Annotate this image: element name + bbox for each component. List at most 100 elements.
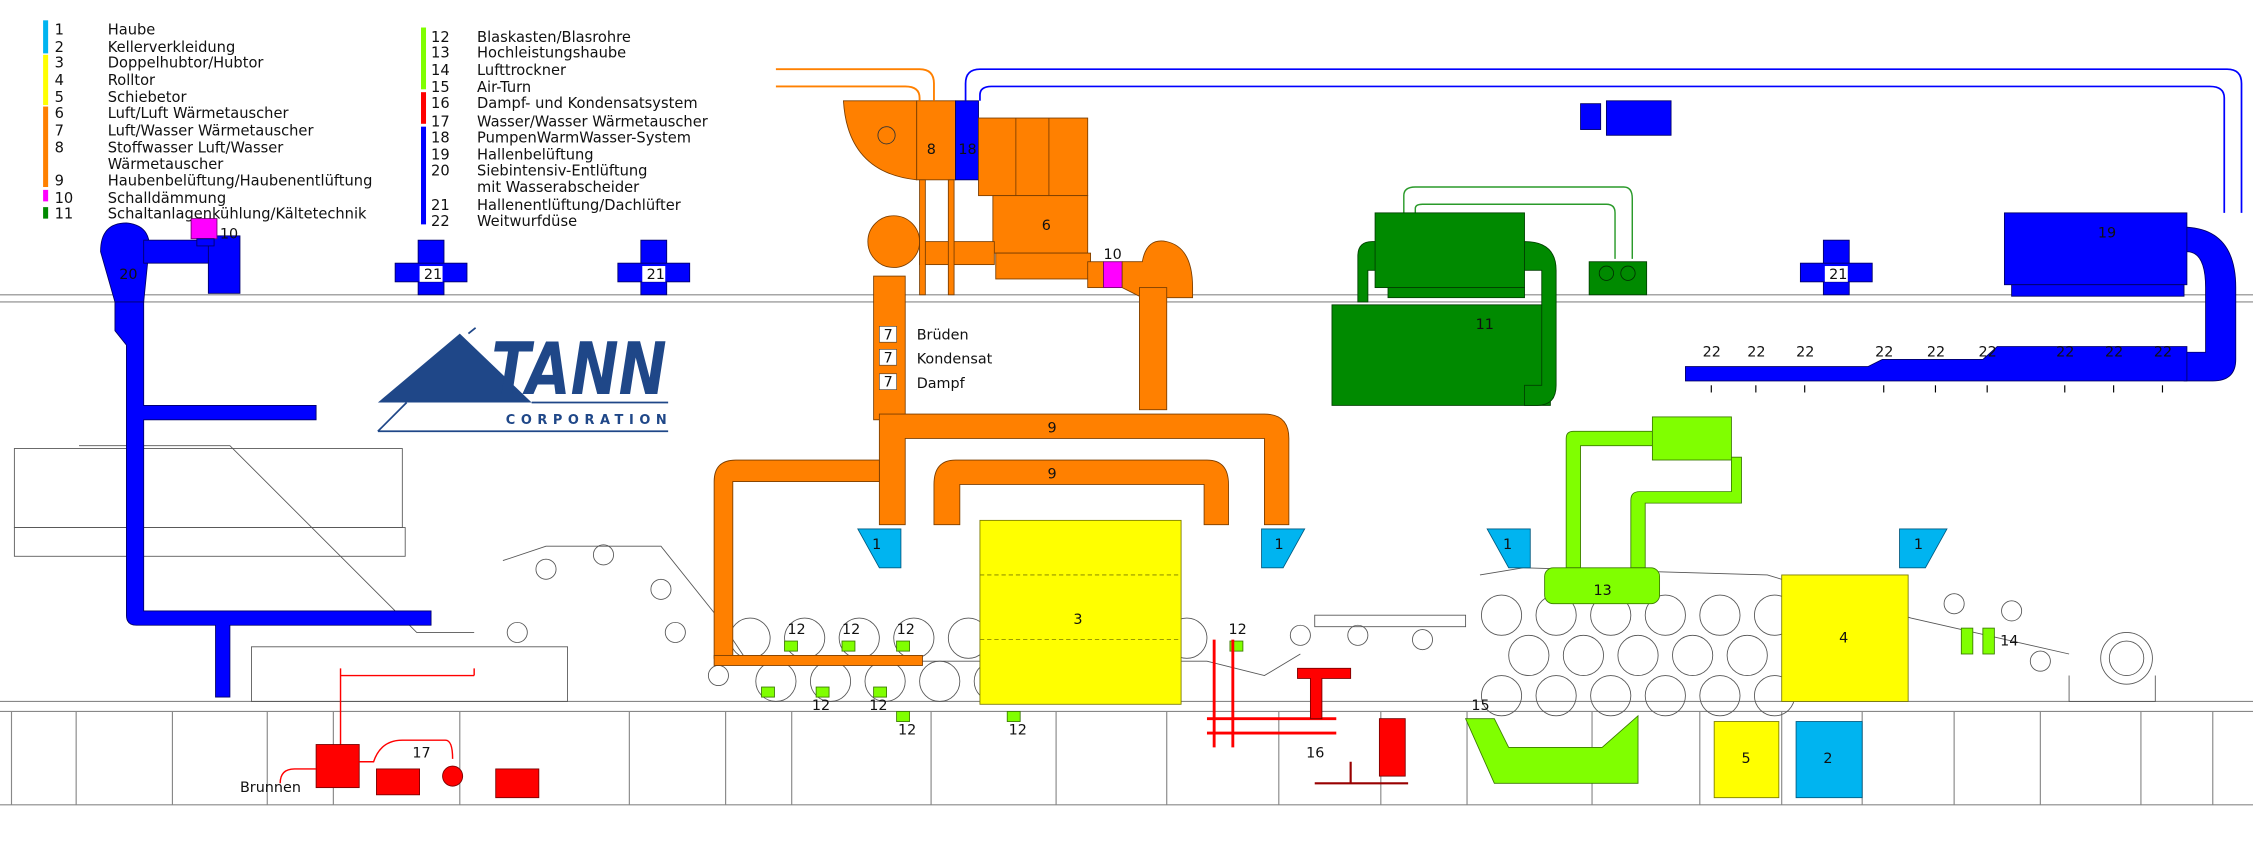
- tag-4: 4: [1839, 630, 1848, 646]
- wire-section-base: [13, 527, 406, 557]
- double-lift-door-3: [979, 519, 1182, 705]
- return-fan: [1121, 240, 1194, 299]
- tag-7: 7: [884, 375, 893, 391]
- tag-12: 12: [842, 622, 860, 638]
- reel-core: [2108, 640, 2145, 676]
- legend-color-bar-orange: [43, 106, 49, 188]
- tag-1: 1: [1914, 537, 1923, 553]
- logo-stroke: [467, 327, 477, 335]
- tag-22: 22: [2056, 345, 2074, 361]
- reel-frame: [2068, 675, 2156, 702]
- legend-label: Weitwurfdüse: [477, 213, 577, 230]
- legend-label: Siebintensiv-Entlüftung: [477, 163, 647, 180]
- legend-number: 9: [55, 173, 64, 190]
- tag-19: 19: [2098, 225, 2116, 241]
- legend-number: 14: [431, 62, 450, 79]
- legend-color-bar-blue: [421, 126, 427, 225]
- blow-box-12: [896, 711, 910, 722]
- legend-label: Stoffwasser Luft/Wasser: [108, 140, 284, 157]
- dryer-roll: [1412, 629, 1433, 651]
- legend-number: 19: [431, 147, 450, 164]
- logo-stroke: [377, 401, 408, 432]
- dryer-roll: [707, 665, 729, 687]
- hall-ventilation-system: [100, 68, 2243, 698]
- condensate-separator: [1378, 718, 1406, 777]
- tag-22: 22: [2154, 345, 2172, 361]
- legend-number: 4: [55, 72, 64, 89]
- dryer-roll: [1508, 634, 1550, 676]
- tag-17: 17: [412, 745, 430, 761]
- blow-box-12: [815, 686, 830, 698]
- tag-5: 5: [1741, 751, 1750, 767]
- legend-label-continued: mit Wasserabscheider: [477, 179, 640, 196]
- hall-air-unit-19: [2003, 212, 2188, 286]
- blow-box-12: [1006, 711, 1021, 722]
- tag-1: 1: [1274, 537, 1283, 553]
- condensate-pipe: [1314, 761, 1409, 785]
- hood-1: [1261, 528, 1306, 569]
- air-turn-15: [1464, 714, 1639, 784]
- support-leg: [919, 179, 926, 296]
- tag-7: 7: [884, 327, 893, 343]
- dryer-roll: [1644, 675, 1686, 717]
- dryer-roll: [729, 617, 771, 659]
- tag-9: 9: [1047, 467, 1056, 483]
- water-heat-exchanger-17: [315, 744, 360, 789]
- tag-20: 20: [119, 267, 137, 283]
- high-performance-hood-13: [1544, 567, 1661, 605]
- tag-21: 21: [1829, 267, 1847, 283]
- wire-path: [79, 445, 475, 633]
- label-dampf: Dampf: [917, 376, 966, 392]
- legend-number: 13: [431, 45, 450, 62]
- dryer-roll: [1347, 624, 1369, 646]
- tag-box: [879, 326, 897, 343]
- legend-label: Hochleistungshaube: [477, 45, 626, 62]
- cooling-unit-base: [1387, 287, 1525, 299]
- air-heat-exchanger-upper: [978, 117, 1089, 197]
- fan-icon: [1598, 265, 1615, 281]
- blow-box-12: [896, 640, 910, 652]
- legend-label-continued: Wärmetauscher: [108, 156, 224, 173]
- legend-number: 15: [431, 79, 450, 96]
- label-bruden: Brüden: [917, 327, 969, 343]
- hood-exhaust-duct-9: [878, 413, 1290, 526]
- process-water-pipes: [775, 68, 935, 101]
- roof-fan-tag-box: [642, 266, 666, 282]
- legend-color-bar-green: [43, 207, 49, 219]
- switchgear-room-11: [1331, 304, 1551, 406]
- air-duct-return: [1630, 456, 1742, 569]
- legend-label: Dampf- und Kondensatsystem: [477, 95, 698, 112]
- dryer-roll: [1590, 675, 1632, 717]
- blow-box-12: [873, 686, 887, 698]
- return-duct: [1139, 287, 1168, 411]
- tag-7: 7: [884, 350, 893, 366]
- machine-hoods-1: [857, 528, 1948, 799]
- hood-1: [857, 528, 902, 569]
- blow-box-supply-pipe: [713, 654, 923, 666]
- tag-10: 10: [1104, 247, 1122, 263]
- dryer-roll: [919, 660, 961, 702]
- air-water-exchanger-column-7: [873, 275, 906, 421]
- hood-supply-duct-left: [713, 459, 880, 659]
- legend-number: 1: [55, 22, 64, 39]
- dryer-roll: [1644, 594, 1686, 636]
- label-kondensat: Kondensat: [917, 352, 993, 368]
- dryer-roll: [1672, 634, 1714, 676]
- legend-number: 18: [431, 129, 450, 146]
- dryer-roll: [506, 621, 528, 643]
- basement-cladding-2: [1795, 721, 1863, 799]
- dry-cooler: [1588, 261, 1648, 296]
- legend-number: 11: [55, 206, 74, 223]
- cooling-unit: [1374, 212, 1525, 289]
- size-press-frame: [1314, 614, 1467, 628]
- tag-21: 21: [647, 267, 665, 283]
- tag-16: 16: [1306, 745, 1324, 761]
- supply-fan: [867, 215, 921, 268]
- supply-duct-green: [1524, 241, 1557, 406]
- legend-number: 7: [55, 122, 64, 139]
- tag-12: 12: [1009, 722, 1027, 738]
- tann-logo: TANN CORPORATION: [377, 327, 669, 433]
- spray-water-pipe: [339, 668, 475, 769]
